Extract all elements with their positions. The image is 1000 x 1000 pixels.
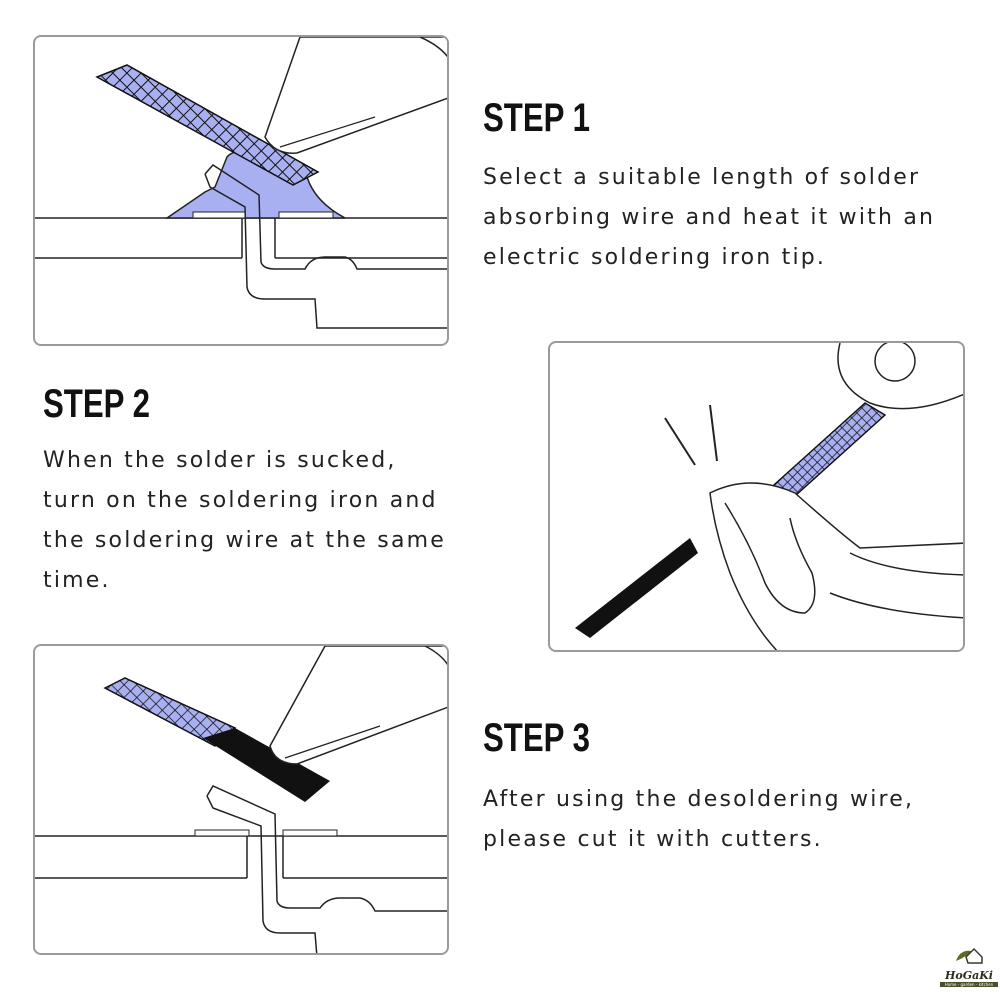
house-leaf-icon <box>956 947 983 964</box>
soldering-diagram-2 <box>35 646 447 953</box>
step1-line: Select a suitable length of solder <box>483 165 921 190</box>
cutters-diagram <box>575 343 963 650</box>
brand-logo: HoGaKi Home - garden - kitchen <box>940 945 998 997</box>
step1-description: Select a suitable length of solder absor… <box>483 158 935 278</box>
step2-line: the soldering wire at the same <box>43 528 446 553</box>
step1-title: STEP 1 <box>483 96 590 140</box>
step2-line: When the solder is sucked, <box>43 448 397 473</box>
step2-line: turn on the soldering iron and <box>43 488 438 513</box>
illustration-step3-cutting <box>548 341 965 652</box>
step3-line: please cut it with cutters. <box>483 827 823 852</box>
illustration-step2-absorbed <box>33 644 449 955</box>
illustration-step1-heating <box>33 35 449 346</box>
logo-tagline: Home - garden - kitchen <box>940 982 998 987</box>
step1-line: absorbing wire and heat it with an <box>483 205 936 230</box>
step2-description: When the solder is sucked, turn on the s… <box>43 441 446 601</box>
step2-line: time. <box>43 568 111 593</box>
soldering-diagram-1 <box>35 37 447 329</box>
step2-title: STEP 2 <box>43 382 150 426</box>
step3-title: STEP 3 <box>483 716 590 760</box>
step1-line: electric soldering iron tip. <box>483 245 827 270</box>
step3-line: After using the desoldering wire, <box>483 787 915 812</box>
logo-name: HoGaKi <box>945 969 993 982</box>
step3-description: After using the desoldering wire, please… <box>483 780 914 860</box>
